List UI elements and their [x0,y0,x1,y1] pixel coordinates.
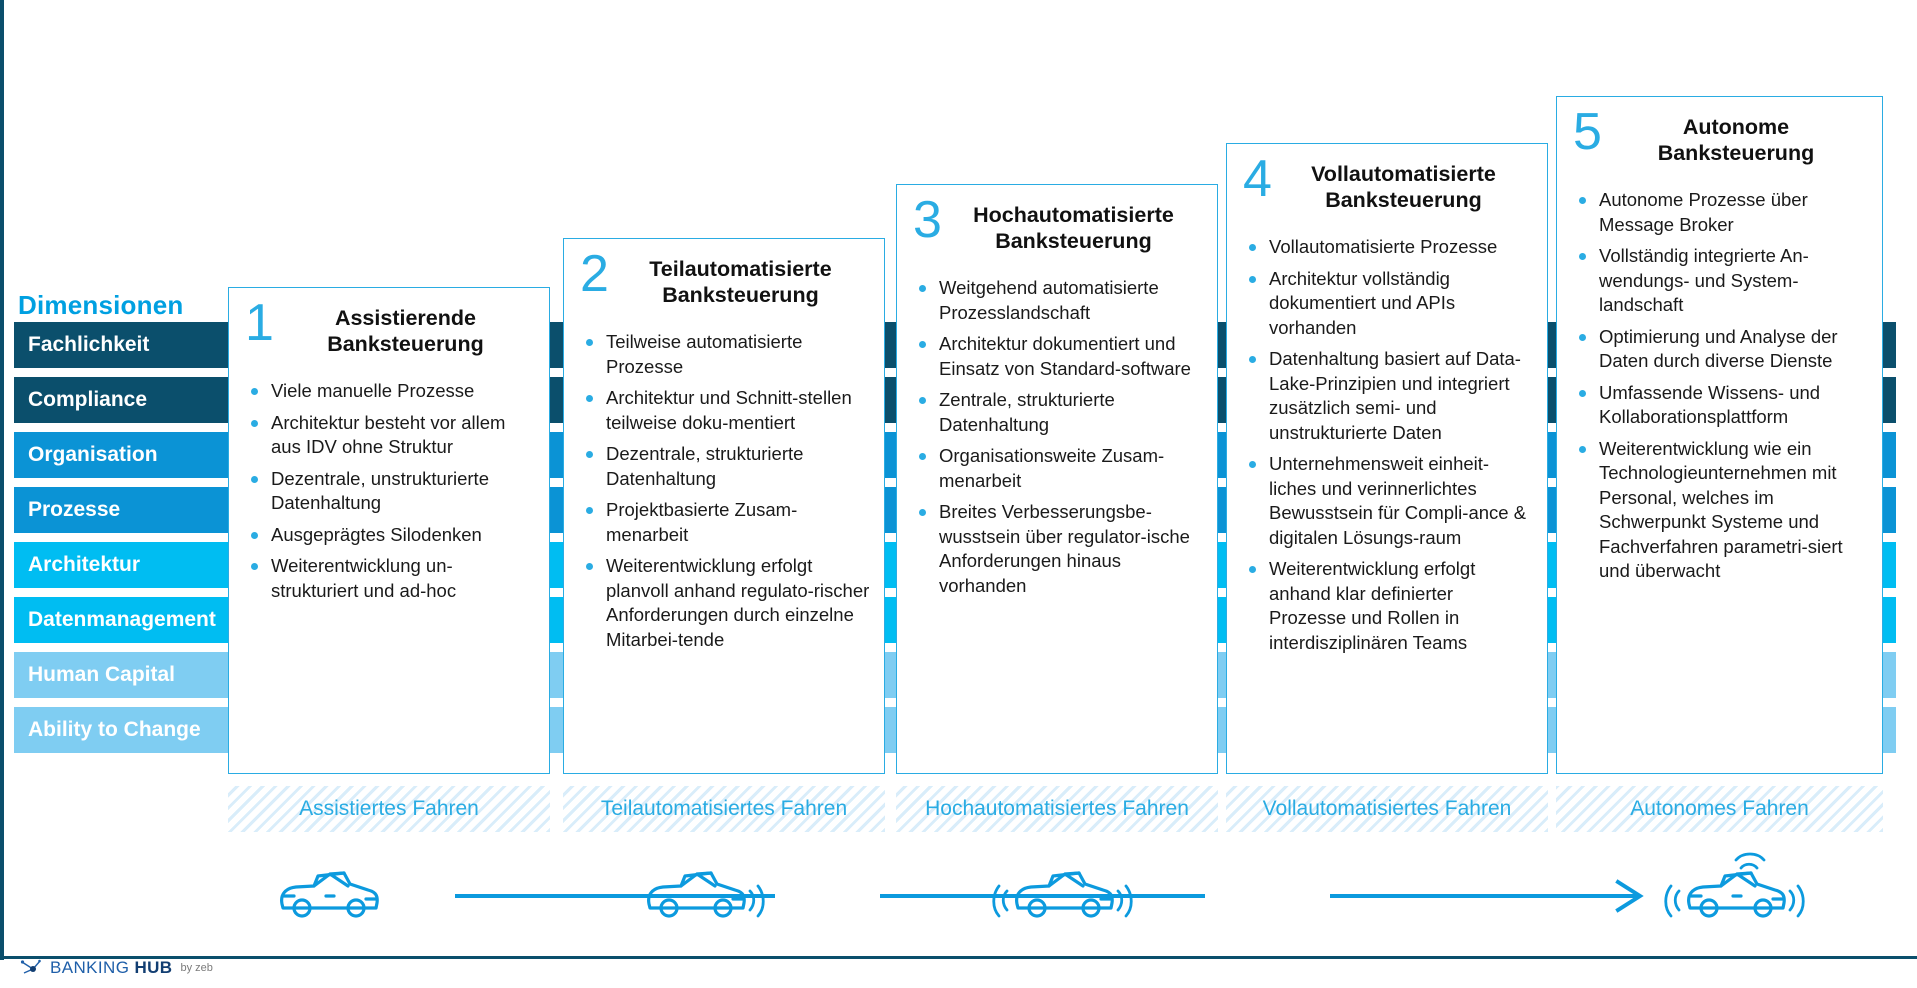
stage-bullet: Optimierung und Analyse der Daten durch … [1575,325,1870,374]
car-icon-2 [647,871,765,918]
stage-number: 1 [245,294,274,352]
dimension-row-label: Prozesse [28,498,121,521]
dimension-row-label: Architektur [28,553,141,576]
stage-bullet: Datenhaltung basiert auf Data-Lake-Prinz… [1245,347,1535,445]
lidar-wave-outer [1734,852,1766,862]
stage-bullet: Unternehmensweit einheit-liches und veri… [1245,452,1535,550]
stage-bullet: Vollautomatisierte Prozesse [1245,235,1535,260]
stage-bullet-list: Weitgehend automatisierte Prozesslandsch… [897,276,1217,598]
stage-bullet: Dezentrale, unstrukturierte Datenhaltung [247,467,537,516]
stage-bullet: Architektur dokumentiert und Einsatz von… [915,332,1205,381]
stage-bullet: Vollständig integrierte An-wendungs- und… [1575,244,1870,318]
driving-level-band-1: Assistiertes Fahren [228,786,550,832]
driving-level-label: Assistiertes Fahren [299,797,479,820]
stage-bullet: Teilweise automatisierte Prozesse [582,330,872,379]
lidar-wave-inner [1739,862,1759,870]
stage-title-line2: Banksteuerung [1657,141,1815,165]
stage-bullet: Weitgehend automatisierte Prozesslandsch… [915,276,1205,325]
stage-number: 4 [1243,150,1272,208]
stage-bullet: Architektur besteht vor allem aus IDV oh… [247,411,537,460]
driving-level-band-2: Teilautomatisiertes Fahren [563,786,885,832]
stage-bullet: Breites Verbesserungsbe-wusstsein über r… [915,500,1205,598]
bottom-border-accent [0,956,1917,959]
dimension-row-label: Compliance [28,388,148,411]
dimension-row-label: Human Capital [28,663,176,686]
stage-number: 2 [580,245,609,303]
driving-level-band-5: Autonomes Fahren [1556,786,1883,832]
car-icon-1 [280,871,379,918]
stage-number: 3 [913,191,942,249]
stage-bullet: Dezentrale, strukturierte Datenhaltung [582,442,872,491]
stage-title-line1: Autonome [1682,115,1790,139]
car-icon-3 [992,871,1133,918]
driving-level-label: Teilautomatisiertes Fahren [600,797,848,820]
car-icon-4 [1664,852,1805,918]
stage-bullet: Architektur vollständig dokumentiert und… [1245,267,1535,341]
stage-bullet: Weiterentwicklung erfolgt planvoll anhan… [582,554,872,652]
driving-level-label: Autonomes Fahren [1630,797,1809,820]
dimension-row-label: Organisation [28,443,158,466]
bankinghub-mark-icon [20,959,41,974]
dimensions-heading: Dimensionen [18,290,184,320]
automation-timeline [280,852,1805,918]
stage-bullet: Architektur und Schnitt-stellen teilweis… [582,386,872,435]
stage-bullet: Umfassende Wissens- und Kollaborationspl… [1575,381,1870,430]
stage-title-line2: Banksteuerung [995,229,1152,253]
stage-title-line1: Hochautomatisierte [973,203,1174,227]
stage-bullet: Ausgeprägtes Silodenken [247,523,537,548]
driving-level-label: Vollautomatisiertes Fahren [1262,797,1512,820]
timeline-arrowhead [1615,879,1644,913]
stage-title-line2: Banksteuerung [662,283,819,307]
stage-number: 5 [1573,103,1602,161]
driving-level-band-3: Hochautomatisiertes Fahren [896,786,1218,832]
stage-bullet: Projektbasierte Zusam-menarbeit [582,498,872,547]
stage-bullet: Weiterentwicklung erfolgt anhand klar de… [1245,557,1535,655]
dimension-row-label: Ability to Change [28,718,201,741]
left-border-accent [0,0,4,960]
stage-title-line1: Teilautomatisierte [649,257,832,281]
stage-bullet: Organisationsweite Zusam-menarbeit [915,444,1205,493]
footer-logo: BANKING HUB by zeb [20,958,213,978]
footer-logo-main: BANKING [50,958,135,977]
dimension-row-label: Fachlichkeit [28,333,150,356]
driving-level-label: Hochautomatisiertes Fahren [925,797,1189,820]
stage-bullet: Viele manuelle Prozesse [247,379,537,404]
stage-title-line1: Assistierende [334,306,476,330]
footer-logo-bold: HUB [134,958,173,977]
stage-bullet: Weiterentwicklung wie ein Technologieunt… [1575,437,1870,584]
footer-byline: by zeb [180,962,213,974]
stage-bullet: Autonome Prozesse über Message Broker [1575,188,1870,237]
dimension-row-label: Datenmanagement [28,608,216,631]
footer-logo-text: BANKING HUB [50,958,172,978]
stage-title-line2: Banksteuerung [1325,188,1482,212]
stage-title-line2: Banksteuerung [327,332,484,356]
stage-title-line1: Vollautomatisierte [1311,162,1496,186]
stage-bullet: Weiterentwicklung un-strukturiert und ad… [247,554,537,603]
stage-bullet: Zentrale, strukturierte Datenhaltung [915,388,1205,437]
driving-level-band-4: Vollautomatisiertes Fahren [1226,786,1548,832]
